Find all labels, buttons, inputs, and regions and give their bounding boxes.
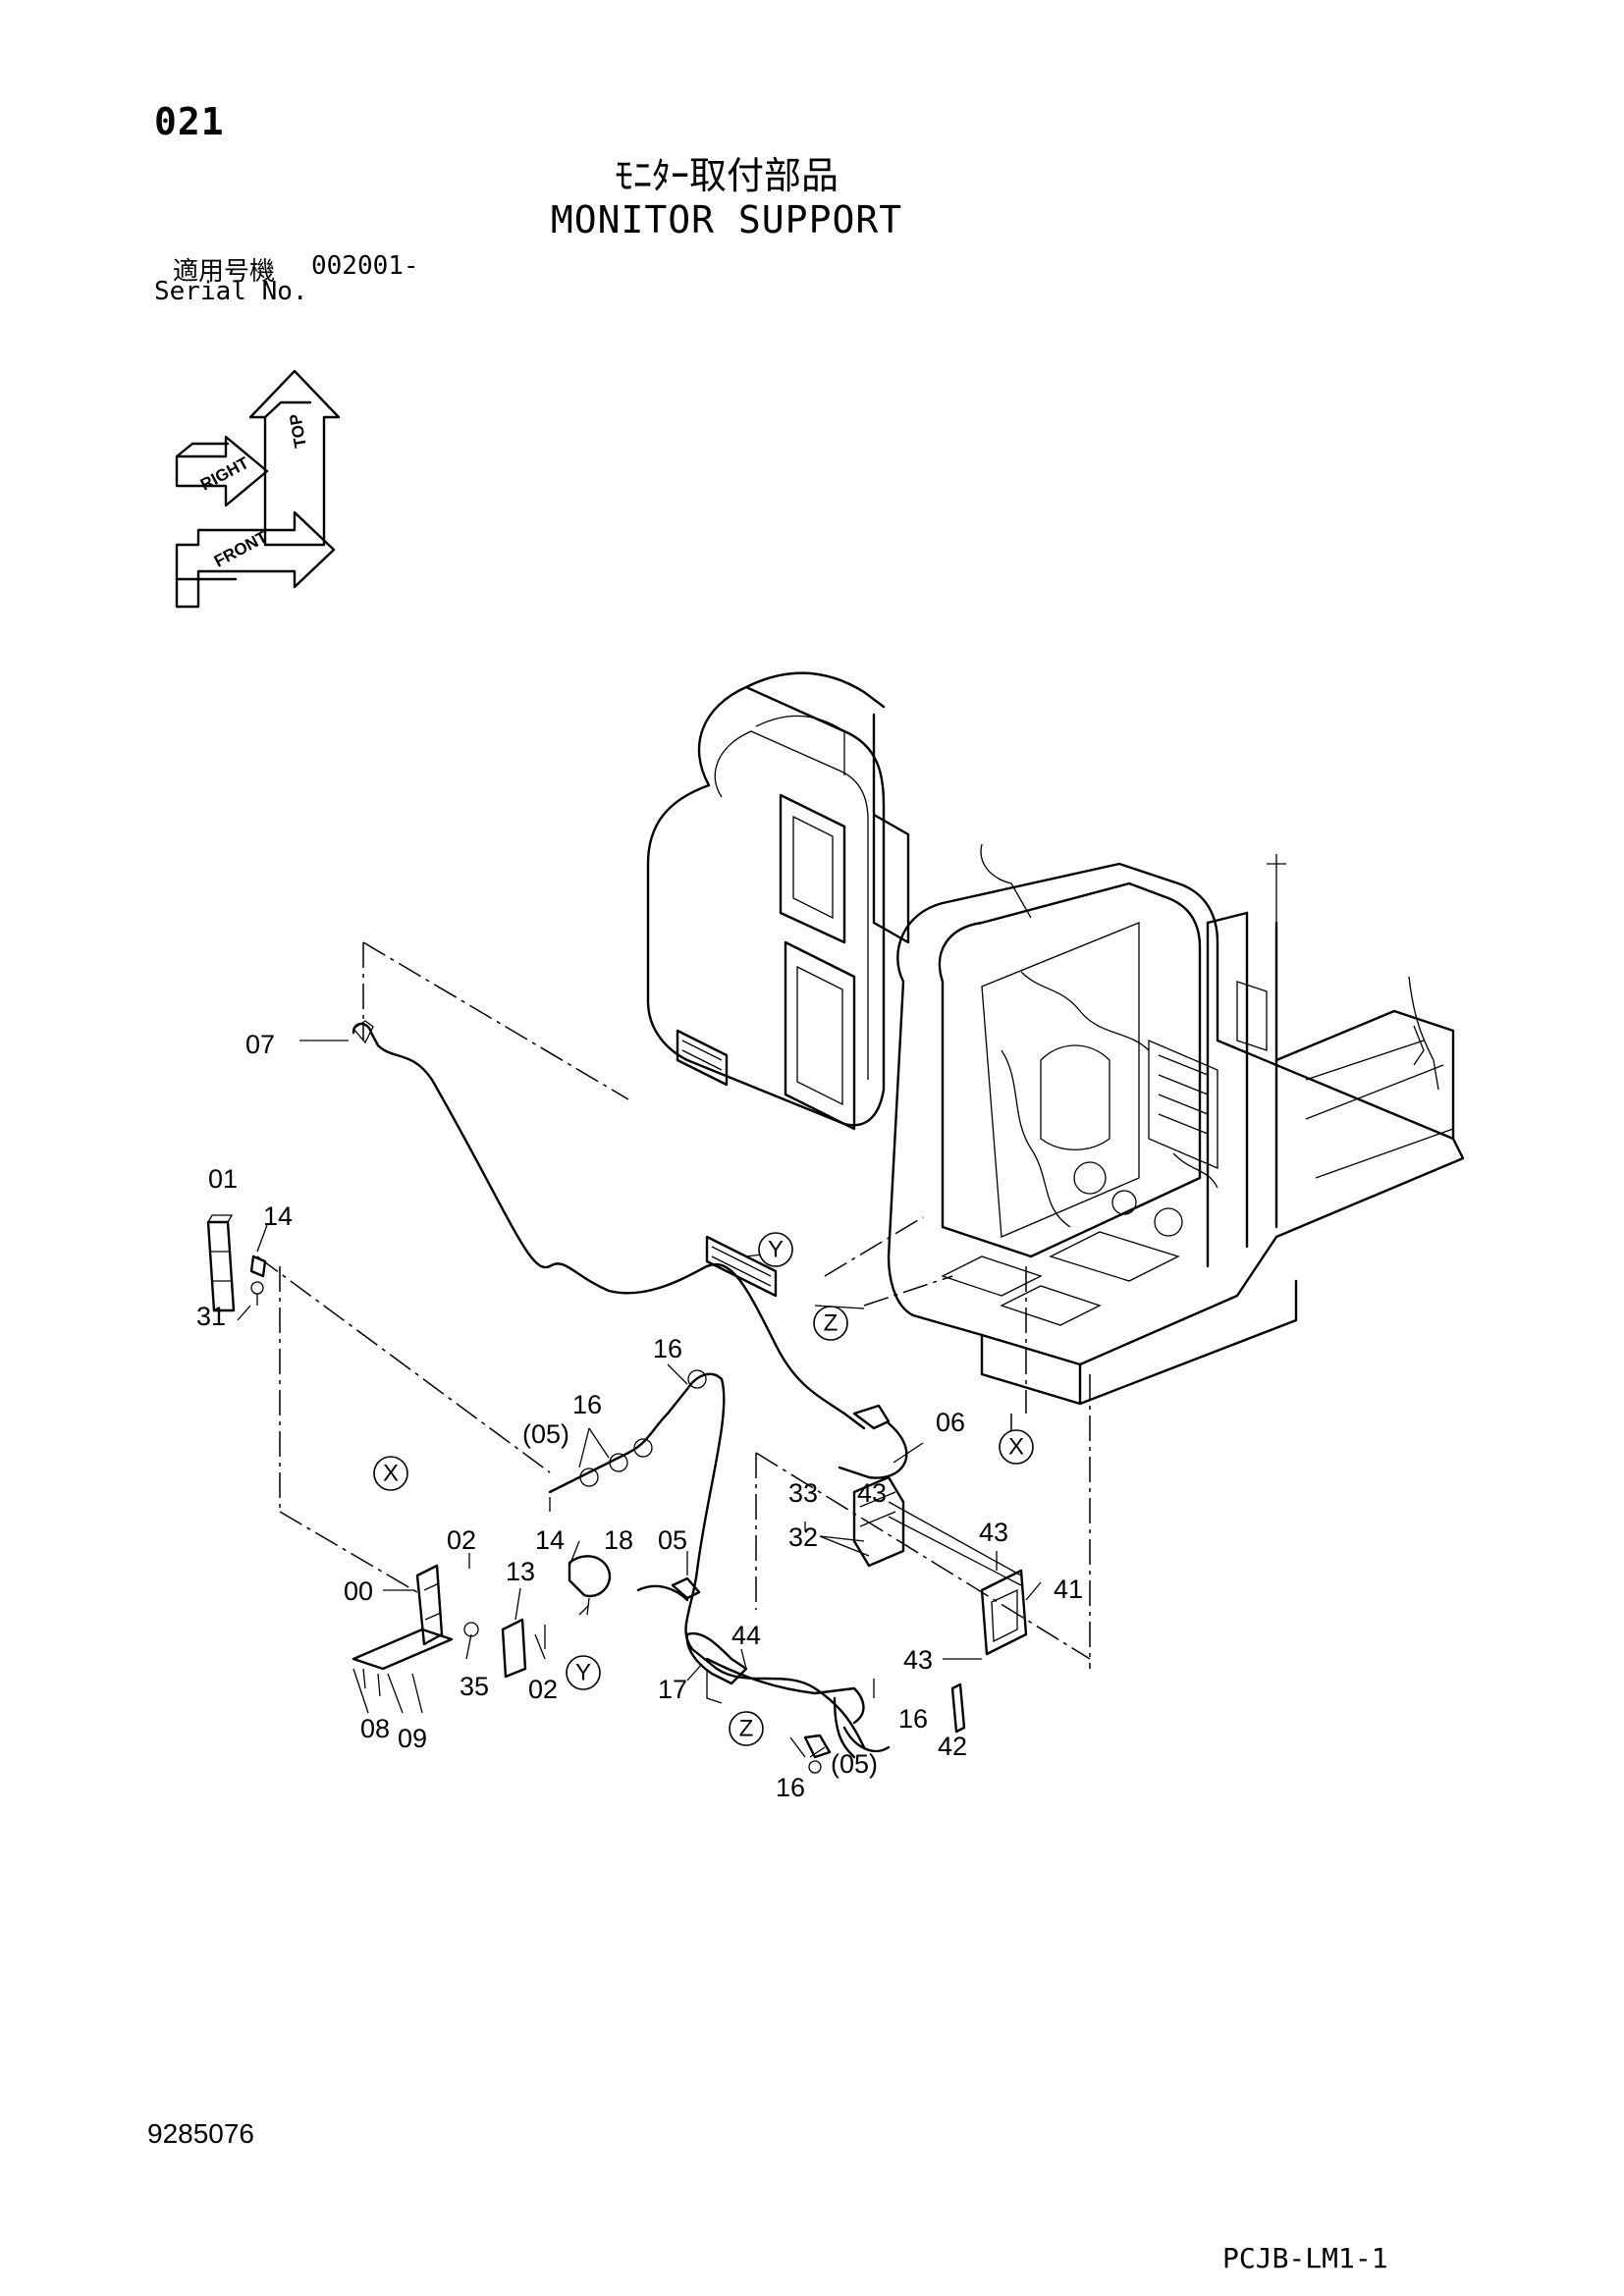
callout-16: 16: [653, 1334, 682, 1363]
serial-label-japanese: 適用号機: [173, 257, 276, 287]
callout-43: 43: [979, 1518, 1008, 1547]
svg-text:X: X: [1008, 1434, 1024, 1461]
ref-marker-x: X: [373, 1456, 408, 1491]
orientation-front-label: FRONT: [211, 527, 271, 571]
monitor-mount-41: [852, 1475, 1028, 1734]
callout-07: 07: [245, 1030, 275, 1059]
serial-label: Serial No.: [154, 277, 308, 306]
callout-02: 02: [447, 1525, 476, 1555]
callout-13: 13: [506, 1557, 535, 1586]
callout-16: 16: [776, 1773, 805, 1802]
ref-marker-z: Z: [813, 1306, 848, 1341]
callout-05: 05: [658, 1525, 687, 1555]
callout-00: 00: [344, 1576, 373, 1606]
callout-02: 02: [528, 1675, 558, 1704]
orientation-indicator: TOP RIGHT FRONT: [175, 369, 341, 609]
svg-text:Y: Y: [768, 1237, 784, 1263]
ref-marker-y: Y: [758, 1232, 793, 1267]
callout-05-paren: (05): [522, 1419, 569, 1449]
svg-text:Z: Z: [824, 1310, 839, 1337]
callout-14: 14: [535, 1525, 565, 1555]
callout-43: 43: [903, 1645, 933, 1675]
page-number: 021: [154, 100, 225, 143]
reference-markers: X Y Z Y Z X: [373, 1232, 1034, 1746]
callout-01: 01: [208, 1164, 238, 1194]
callout-32: 32: [788, 1522, 818, 1552]
svg-text:Z: Z: [739, 1716, 754, 1742]
leader-lines: [237, 1040, 1042, 1758]
callout-33: 33: [788, 1478, 818, 1508]
bracket-01: [206, 1214, 267, 1312]
page-title-japanese: ﾓﾆﾀｰ取付部品: [614, 154, 839, 197]
callout-31: 31: [196, 1302, 226, 1331]
callout-35: 35: [460, 1672, 489, 1701]
callout-44: 44: [731, 1621, 761, 1650]
document-code: 9285076: [147, 2118, 255, 2149]
cab-frame-assembly: [646, 671, 1465, 1406]
assembly-lines: [256, 941, 1091, 1669]
bracket-00: [352, 1564, 546, 1697]
callout-08: 08: [360, 1714, 390, 1743]
callout-09: 09: [398, 1724, 427, 1753]
callout-06: 06: [936, 1408, 965, 1437]
ref-marker-x: X: [999, 1429, 1034, 1465]
callout-14: 14: [263, 1201, 293, 1231]
svg-text:Y: Y: [575, 1660, 591, 1686]
ref-marker-z: Z: [729, 1711, 764, 1746]
ref-marker-y: Y: [566, 1655, 601, 1690]
orientation-top-label: TOP: [286, 412, 310, 449]
callout-41: 41: [1054, 1575, 1083, 1604]
callout-17: 17: [658, 1675, 687, 1704]
callout-43: 43: [857, 1478, 887, 1508]
callout-05-paren: (05): [831, 1749, 878, 1779]
monitor-harness: [352, 1020, 908, 1774]
serial-range: 002001-: [311, 251, 419, 281]
callout-16: 16: [572, 1390, 602, 1419]
part-callouts: 07 01 14 31 16 (05) 16 14 02 13 18 05 00…: [196, 1030, 1083, 1802]
callout-16: 16: [898, 1704, 928, 1734]
page-title: MONITOR SUPPORT: [550, 198, 903, 241]
callout-42: 42: [938, 1732, 967, 1761]
callout-18: 18: [604, 1525, 633, 1555]
sheet-code: PCJB-LM1-1: [1222, 2242, 1388, 2274]
svg-text:X: X: [383, 1461, 399, 1487]
